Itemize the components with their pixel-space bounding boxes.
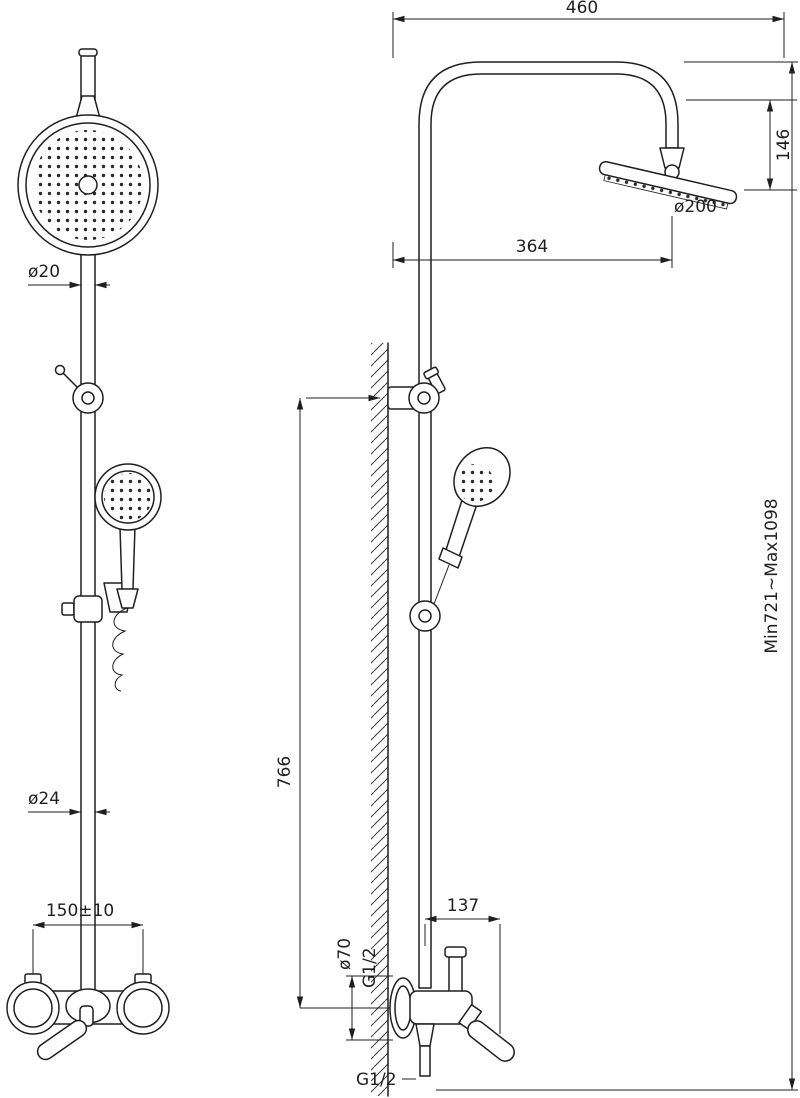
dim-mixer-center-distance: 150±10 [32,901,144,981]
wall-bracket-side [387,366,446,414]
label-inlet-thread: G1/2 [360,947,380,988]
diverter-knob-front [54,364,104,414]
hand-shower-hose [112,607,128,692]
pipe-top-cap [78,48,98,57]
mixer-side [389,946,515,1077]
dim-height-range: Min721~Max1098 [436,61,798,1091]
dim-arm-reach: 460 [392,0,785,58]
label-lower-pipe-diameter: ø24 [28,789,60,809]
mixer-front [6,973,170,1061]
dim-escutcheon-diameter: ø70 [335,938,393,1041]
overhead-shower-front [17,114,159,256]
dim-bracket-height: 766 [275,394,392,1009]
front-view: ø20 ø24 [6,48,170,1061]
label-head-drop: 146 [774,129,794,161]
mixer-handle-front [36,1019,88,1061]
mixer-handle-side [467,1020,515,1062]
label-bracket-height: 766 [275,756,295,788]
dim-lower-pipe-diameter: ø24 [28,789,110,816]
wall-section [371,342,389,1097]
side-view: ø200 460 146 364 [275,0,798,1097]
dim-mixer-reach: 137 [424,896,501,1034]
overhead-nozzle-face-side [603,174,729,210]
hand-shower-handle-front [119,525,136,591]
overhead-shower-side: ø200 [598,147,738,217]
label-escutcheon-diameter: ø70 [335,938,355,970]
wall-hatching [371,343,388,1096]
label-overhead-diameter: ø200 [674,197,717,217]
label-mixer-reach: 137 [447,896,479,916]
hand-shower-front [94,463,162,692]
head-joint-nut [659,147,685,169]
hose-outlet-cone [415,1023,435,1047]
label-outlet-thread: G1/2 [356,1070,397,1090]
slider-side [409,600,441,632]
hose-outlet-nipple [419,1045,431,1077]
dim-head-drop: 146 [686,99,797,191]
hand-shower-side [433,447,511,605]
label-upper-pipe-diameter: ø20 [28,262,60,282]
label-height-range: Min721~Max1098 [762,498,782,653]
label-arm-reach: 460 [566,0,598,18]
dim-upper-pipe-diameter: ø20 [28,262,110,289]
diverter-pull-knob [448,954,463,994]
dim-head-center-reach: 364 [392,216,673,268]
dim-outlet-thread: G1/2 [356,1070,416,1090]
label-mixer-center-distance: 150±10 [46,901,114,921]
label-head-center-reach: 364 [516,237,548,257]
hand-shower-handle-side [445,499,477,558]
